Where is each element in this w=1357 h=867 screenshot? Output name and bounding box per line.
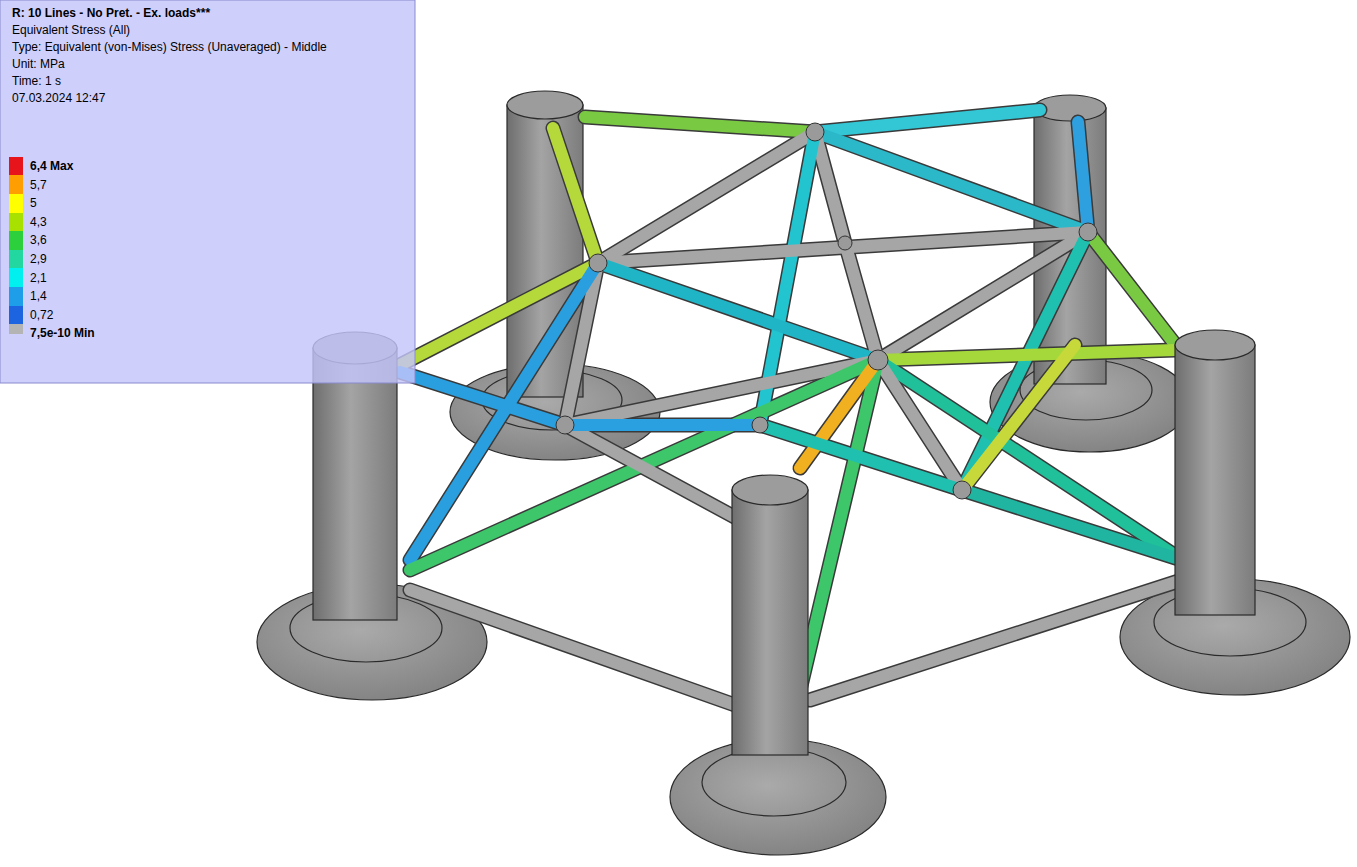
contour-value: 3,6 bbox=[30, 233, 47, 247]
contour-value: 5,7 bbox=[30, 178, 47, 192]
contour-swatch bbox=[9, 157, 23, 176]
contour-value: 7,5e-10 Min bbox=[30, 326, 95, 340]
contour-swatch bbox=[9, 306, 23, 325]
result-title: R: 10 Lines - No Pret. - Ex. loads*** bbox=[12, 6, 210, 20]
joints bbox=[556, 123, 1097, 499]
contour-value: 4,3 bbox=[30, 215, 47, 229]
contour-swatch bbox=[9, 213, 23, 232]
contour-swatch bbox=[9, 175, 23, 194]
front-columns bbox=[313, 330, 1255, 755]
result-info: Type: Equivalent (von-Mises) Stress (Una… bbox=[12, 40, 327, 54]
contour-value: 2,9 bbox=[30, 252, 47, 266]
contour-swatch bbox=[9, 324, 23, 334]
contour-value: 6,4 Max bbox=[30, 159, 73, 173]
contour-swatch bbox=[9, 194, 23, 213]
contour-swatch bbox=[9, 287, 23, 306]
result-info: 07.03.2024 12:47 bbox=[12, 91, 105, 105]
contour-value: 2,1 bbox=[30, 271, 47, 285]
contour-swatch bbox=[9, 250, 23, 269]
result-info: Time: 1 s bbox=[12, 74, 61, 88]
contour-value: 0,72 bbox=[30, 308, 53, 322]
legend-panel bbox=[0, 0, 415, 383]
result-info: Equivalent Stress (All) bbox=[12, 23, 130, 37]
result-info: Unit: MPa bbox=[12, 57, 65, 71]
contour-swatch bbox=[9, 231, 23, 250]
contour-value: 1,4 bbox=[30, 289, 47, 303]
contour-value: 5 bbox=[30, 196, 37, 210]
contour-swatch bbox=[9, 268, 23, 287]
